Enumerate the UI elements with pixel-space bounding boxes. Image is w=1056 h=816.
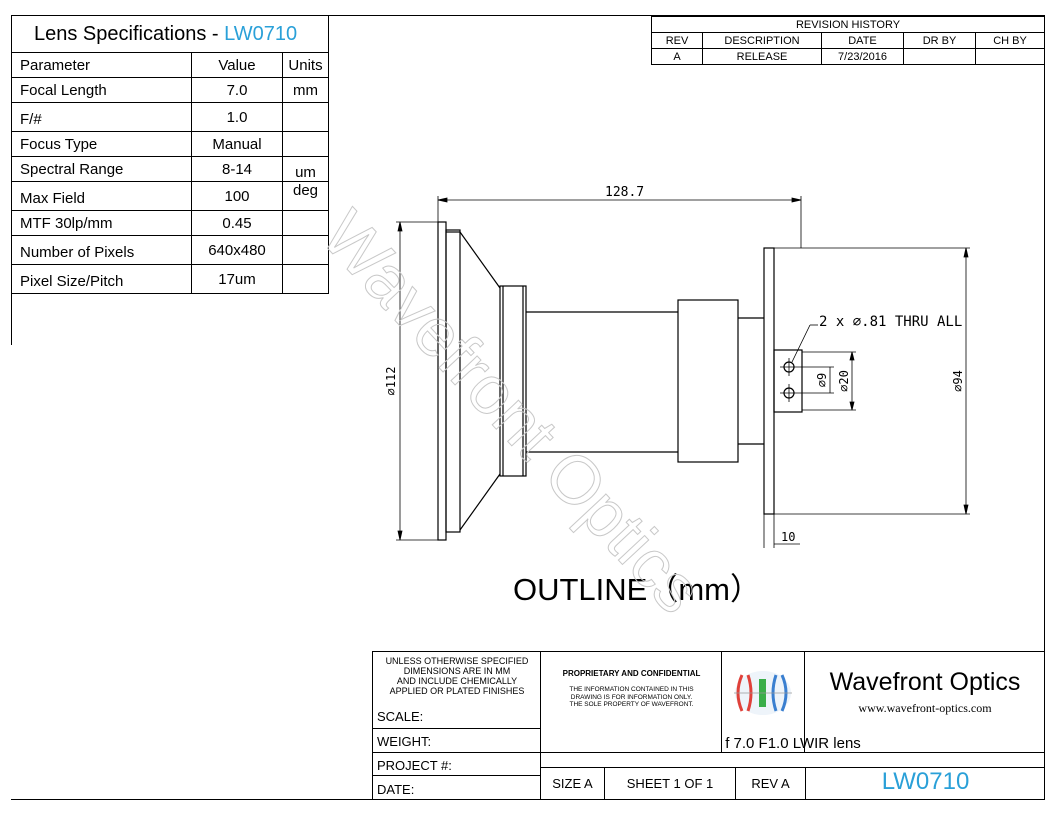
cell-parameter: MTF 30lp/mm <box>11 210 192 236</box>
general-note-line: DIMENSIONS ARE IN MM <box>403 666 511 676</box>
lens-body <box>437 221 803 541</box>
cell-parameter: Spectral Range <box>11 156 192 182</box>
lens-spec-table: Lens Specifications - LW0710 Parameter V… <box>11 15 329 294</box>
dimension-lines <box>396 196 970 548</box>
proprietary-line: THE SOLE PROPERTY OF WAVEFRONT. <box>569 701 694 708</box>
cell-units <box>282 264 329 294</box>
table-row: Max Field 100 deg <box>11 181 329 211</box>
cell-parameter: Focal Length <box>11 77 192 103</box>
table-row: MTF 30lp/mm 0.45 <box>11 210 329 236</box>
cell-parameter: Focus Type <box>11 131 192 157</box>
front-ring <box>445 229 461 533</box>
spec-header-row: Parameter Value Units <box>11 52 329 78</box>
sheet-label: SHEET 1 OF 1 <box>626 776 714 791</box>
cell-value: 7.0 <box>191 77 283 103</box>
hole-note-label: 2 x ⌀.81 THRU ALL <box>819 314 962 330</box>
rev-cell-date: 7/23/2016 <box>821 48 904 65</box>
cell-value: 100 <box>191 181 283 211</box>
dim-front-diameter-label: ⌀112 <box>384 367 398 396</box>
general-note: UNLESS OTHERWISE SPECIFIED DIMENSIONS AR… <box>376 656 538 696</box>
table-row: A RELEASE 7/23/2016 <box>651 48 1045 65</box>
header-parameter: Parameter <box>11 52 192 78</box>
proprietary-line: DRAWING IS FOR INFORMATION ONLY. <box>570 693 693 701</box>
rev-label: REV A <box>751 776 790 791</box>
mounting-flange <box>763 247 775 515</box>
cell-parameter: Pixel Size/Pitch <box>11 264 192 294</box>
dim-hole-circle-label: ⌀20 <box>837 370 851 392</box>
proprietary-line: THE INFORMATION CONTAINED IN THIS <box>569 686 694 693</box>
cell-units <box>282 235 329 265</box>
proprietary-text: THE INFORMATION CONTAINED IN THIS DRAWIN… <box>544 686 719 709</box>
spec-title-text: Lens Specifications - <box>34 22 225 45</box>
weight-label: WEIGHT: <box>377 734 432 749</box>
description: f 7.0 F1.0 LWIR lens <box>725 735 861 752</box>
company-name: Wavefront Optics <box>829 668 1021 696</box>
project-label: PROJECT #: <box>377 758 452 773</box>
general-note-line: APPLIED OR PLATED FINISHES <box>389 686 525 696</box>
header-value: Value <box>191 52 283 78</box>
cell-units: mm <box>282 77 329 103</box>
rev-header-ch-by: CH BY <box>975 32 1045 49</box>
company-url: www.wavefront-optics.com <box>858 701 992 715</box>
dim-flange-thickness-label: 10 <box>781 530 795 544</box>
table-row: Focal Length 7.0 mm <box>11 77 329 103</box>
rear-housing <box>677 299 739 463</box>
cell-units <box>282 102 329 132</box>
rev-cell-description: RELEASE <box>702 48 822 65</box>
table-row: Spectral Range 8-14 um <box>11 156 329 182</box>
revision-history-table: REVISION HISTORY REV DESCRIPTION DATE DR… <box>651 16 1045 65</box>
dimension-labels: 128.7 ⌀112 ⌀94 ⌀9 ⌀20 10 2 x ⌀.81 THRU A… <box>384 185 965 544</box>
cell-parameter: Max Field <box>11 181 192 211</box>
table-row: Pixel Size/Pitch 17um <box>11 264 329 294</box>
cell-value: 17um <box>191 264 283 294</box>
rev-cell-ch-by <box>975 48 1045 65</box>
watermark-text: Wavefront Optics <box>307 196 717 627</box>
revision-history-title: REVISION HISTORY <box>651 16 1045 33</box>
general-note-line: AND INCLUDE CHEMICALLY <box>396 676 518 686</box>
title-block: UNLESS OTHERWISE SPECIFIED DIMENSIONS AR… <box>372 651 1045 800</box>
table-row: Number of Pixels 640x480 <box>11 235 329 265</box>
proprietary-title: PROPRIETARY AND CONFIDENTIAL <box>562 669 701 678</box>
cell-parameter: Number of Pixels <box>11 235 192 265</box>
hole-tab <box>773 349 803 413</box>
dim-flange-diameter-label: ⌀94 <box>951 370 965 392</box>
lens-logo-icon <box>734 671 792 715</box>
cell-value: 640x480 <box>191 235 283 265</box>
table-row: Focus Type Manual <box>11 131 329 157</box>
cell-value: 0.45 <box>191 210 283 236</box>
date-label: DATE: <box>377 782 415 797</box>
scale-label: SCALE: <box>377 709 424 724</box>
spec-part-number: LW0710 <box>224 22 298 45</box>
drawing-frame <box>11 15 1045 800</box>
size-label: SIZE A <box>552 776 593 791</box>
dim-length-label: 128.7 <box>605 185 644 200</box>
title-part-number: LW0710 <box>881 768 970 795</box>
dim-hole-spacing-label: ⌀9 <box>815 373 829 387</box>
table-row: F/# 1.0 <box>11 102 329 132</box>
general-note-line: UNLESS OTHERWISE SPECIFIED <box>385 656 529 666</box>
cell-units <box>282 131 329 157</box>
cell-value: 1.0 <box>191 102 283 132</box>
outline-caption: OUTLINE（mm） <box>513 572 761 607</box>
focus-ring <box>499 285 527 477</box>
